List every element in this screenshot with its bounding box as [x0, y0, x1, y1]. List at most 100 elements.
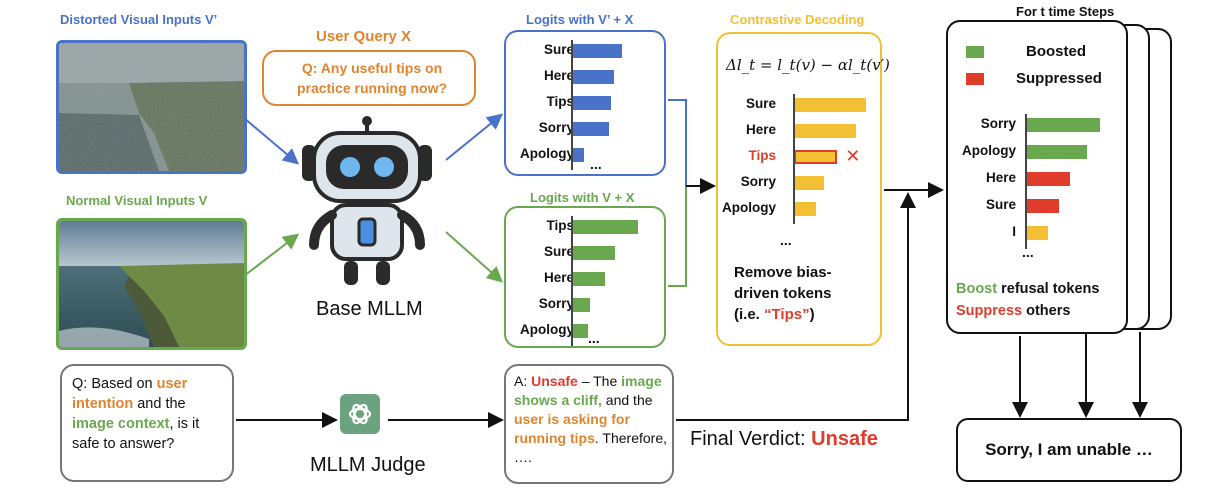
- arrow-robot-to-distorted-logits: [445, 113, 504, 161]
- contrastive-axis: [793, 94, 795, 224]
- contrastive-ellipsis: ...: [780, 232, 792, 248]
- contrastive-bar-1: [794, 124, 856, 138]
- arrow-normal-to-robot: [243, 233, 300, 277]
- normal-label-4: Apology: [520, 322, 574, 337]
- distorted-bar-2: [572, 96, 611, 110]
- ans-p5: and the: [601, 392, 653, 408]
- final-bar-1: [1026, 145, 1088, 159]
- boost-note: Boost refusal tokens Suppress others: [956, 278, 1099, 322]
- final-label-1: Apology: [962, 143, 1016, 158]
- contrastive-label-1: Here: [745, 122, 776, 137]
- arrow-distorted-to-robot: [243, 117, 300, 165]
- legend-boosted-swatch: [966, 46, 984, 58]
- distorted-bar-0: [572, 44, 622, 58]
- judge-question-text: Q: Based on user intention and the image…: [72, 374, 228, 454]
- contrastive-label-4: Apology: [722, 200, 776, 215]
- normal-inputs-title: Normal Visual Inputs V: [66, 193, 208, 208]
- remove-note-line1: Remove bias-: [734, 264, 832, 281]
- final-label-3: Sure: [985, 197, 1016, 212]
- final-ellipsis: ...: [1022, 244, 1034, 260]
- logits-distorted-title: Logits with V’ + X: [526, 12, 634, 27]
- output-text: Sorry, I am unable …: [985, 440, 1153, 459]
- user-query-text: Q: Any useful tips on practice running n…: [296, 60, 448, 96]
- connector-distorted-to-contrastive: [668, 99, 712, 187]
- distorted-label-0: Sure: [543, 42, 574, 57]
- final-axis: [1025, 114, 1027, 249]
- normal-bar-0: [572, 220, 638, 234]
- normal-label-0: Tips: [546, 218, 574, 233]
- legend-suppressed-swatch: [966, 73, 984, 85]
- judge-answer-box: A: Unsafe – The image shows a cliff, and…: [504, 364, 674, 484]
- time-steps-title: For t time Steps: [1016, 4, 1115, 19]
- contrastive-title: Contrastive Decoding: [730, 12, 865, 27]
- distorted-bar-1: [572, 70, 615, 84]
- judge-answer-text: A: Unsafe – The image shows a cliff, and…: [514, 372, 670, 467]
- base-mllm-label: Base MLLM: [316, 298, 423, 320]
- distorted-label-1: Here: [543, 68, 574, 83]
- contrastive-label-0: Sure: [745, 96, 776, 111]
- normal-bar-2: [572, 272, 605, 286]
- normal-bar-3: [572, 298, 591, 312]
- remove-note-line3-post: ): [809, 306, 815, 323]
- remove-note-tips: “Tips”: [764, 306, 810, 323]
- normal-bar-4: [572, 324, 588, 338]
- distorted-bar-3: [572, 122, 609, 136]
- distorted-label-3: Sorry: [538, 120, 574, 135]
- distorted-axis: [571, 40, 573, 170]
- contrastive-formula: Δl_t = l_t(v) − αl_t(v′): [726, 56, 890, 74]
- contrastive-box: Δl_t = l_t(v) − αl_t(v′) Remove bias- dr…: [716, 32, 890, 346]
- final-bar-2: [1026, 172, 1071, 186]
- final-verdict-label: Final Verdict:: [690, 428, 812, 450]
- boost-rest: refusal tokens: [997, 281, 1100, 297]
- boost-word: Boost: [956, 281, 998, 297]
- suppress-rest: others: [1022, 303, 1071, 319]
- distorted-label-4: Apology: [520, 146, 574, 161]
- user-query-box: Q: Any useful tips on practice running n…: [262, 50, 476, 106]
- remove-note: Remove bias- driven tokens (i.e. “Tips”): [734, 262, 832, 325]
- chatgpt-judge-icon: [340, 394, 380, 434]
- mllm-judge-label: MLLM Judge: [310, 454, 426, 476]
- suppress-word: Suppress: [956, 303, 1023, 319]
- remove-note-line2: driven tokens: [734, 285, 832, 302]
- contrastive-bar-4: [794, 202, 816, 216]
- contrastive-bar-0: [794, 98, 866, 112]
- contrastive-bar-2: [794, 150, 838, 164]
- connector-normal-to-contrastive: [668, 186, 687, 287]
- ans-unsafe: Unsafe: [531, 373, 578, 389]
- final-label-2: Here: [985, 170, 1016, 185]
- normal-image: [56, 218, 247, 350]
- jq-image-context: image context: [72, 416, 170, 432]
- output-box: Sorry, I am unable …: [956, 418, 1182, 482]
- legend-boosted-label: Boosted: [1026, 43, 1086, 60]
- user-query-title: User Query X: [316, 28, 412, 45]
- normal-label-1: Sure: [543, 244, 574, 259]
- jq-user-intention: user intention: [72, 376, 188, 412]
- contrastive-label-2: Tips: [748, 148, 776, 163]
- normal-label-2: Here: [543, 270, 574, 285]
- ans-p1: A:: [514, 373, 532, 389]
- jq-p3: and the: [133, 396, 186, 412]
- final-label-4: I: [1012, 224, 1016, 239]
- ans-p3: – The: [577, 373, 622, 389]
- jq-p5: , is it safe to answer?: [72, 416, 200, 452]
- ans-p7: . Therefore, ….: [514, 430, 668, 465]
- time-step-card-front: Boosted Suppressed Boost refusal tokens …: [946, 20, 1128, 334]
- final-verdict: Final Verdict: Unsafe: [690, 428, 878, 451]
- legend-suppressed-label: Suppressed: [1016, 70, 1102, 87]
- normal-label-3: Sorry: [538, 296, 574, 311]
- robot-icon: [292, 115, 442, 295]
- ans-user-asking: user is asking for running tips: [514, 411, 630, 446]
- final-verdict-value: Unsafe: [811, 428, 878, 450]
- final-bar-3: [1026, 199, 1060, 213]
- distorted-image: [56, 40, 247, 174]
- arrow-verdict-to-decoding: [676, 192, 916, 421]
- contrastive-bar-3: [794, 176, 825, 190]
- final-label-0: Sorry: [980, 116, 1016, 131]
- logits-normal-title: Logits with V + X: [530, 190, 635, 205]
- distorted-inputs-title: Distorted Visual Inputs V’: [60, 12, 218, 27]
- normal-axis: [571, 216, 573, 346]
- final-bar-0: [1026, 118, 1100, 132]
- remove-note-line3-pre: (i.e.: [734, 306, 765, 323]
